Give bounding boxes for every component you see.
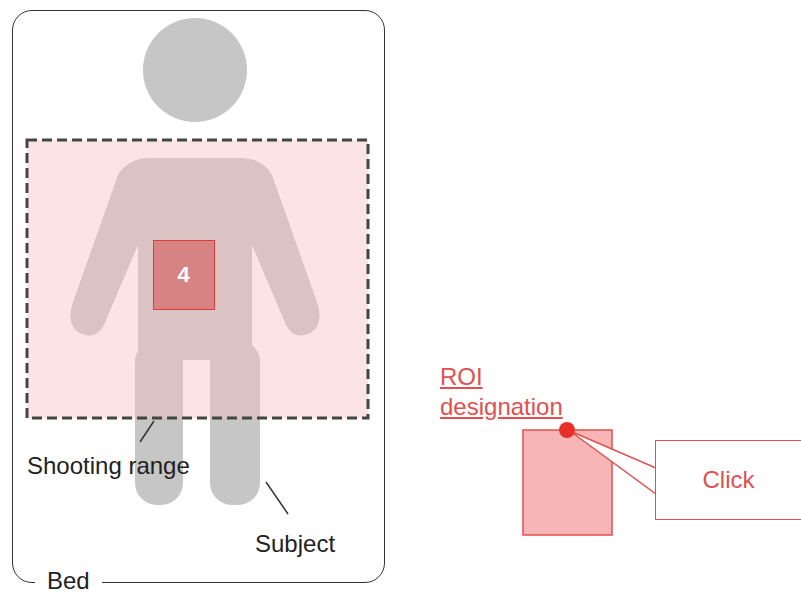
- part-label: Subject: [255, 530, 335, 559]
- leader-line: [266, 482, 288, 514]
- callout-box: Click: [655, 440, 801, 520]
- callout-pointer: [570, 431, 656, 494]
- click-dot: [559, 422, 575, 438]
- roi-heading: ROI designation: [440, 362, 590, 422]
- shooting-range: [27, 140, 368, 418]
- leader-line: [140, 421, 154, 442]
- part-label: Shooting range: [27, 452, 190, 481]
- bed-outline: Bed4: [12, 10, 385, 583]
- roi-box: 4: [153, 240, 215, 310]
- bed-label: Bed: [35, 568, 102, 593]
- callout-text: Click: [703, 466, 755, 494]
- callout-number: 4: [177, 262, 189, 288]
